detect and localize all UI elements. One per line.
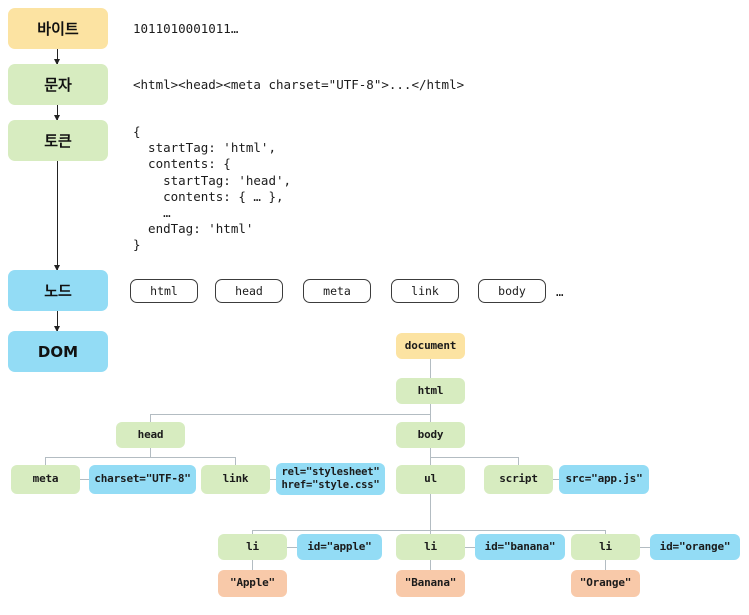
arrow-tokens-to-nodes	[54, 161, 60, 271]
stage-box-dom: DOM	[8, 331, 108, 372]
stage-box-bytes: 바이트	[8, 8, 108, 49]
edge-html-bus	[150, 414, 431, 416]
tree-text-node-2: "Banana"	[396, 570, 465, 597]
tree-attr-li-2-id: id="banana"	[475, 534, 565, 560]
tree-node-html: html	[396, 378, 465, 404]
edge-head-to-link	[235, 457, 237, 465]
tree-attr-label: charset="UTF-8"	[94, 472, 191, 486]
stage-box-characters: 문자	[8, 64, 108, 105]
tree-text-node-3: "Orange"	[571, 570, 640, 597]
node-pill-label: head	[235, 284, 263, 298]
tree-node-meta: meta	[11, 465, 80, 494]
tree-node-label: li	[424, 539, 437, 553]
edge-li-1-to-attr	[287, 547, 298, 549]
node-pill-label: body	[498, 284, 526, 298]
arrow-nodes-to-dom	[54, 311, 60, 332]
tree-text-node-1: "Apple"	[218, 570, 287, 597]
tree-node-head: head	[116, 422, 185, 448]
edge-html-to-head	[150, 414, 152, 423]
tree-node-li-3: li	[571, 534, 640, 560]
edge-li-2-to-attr	[465, 547, 476, 549]
tree-node-label: html	[417, 383, 444, 397]
edge-body-to-script	[518, 457, 520, 465]
tree-node-li-1: li	[218, 534, 287, 560]
tree-node-label: li	[246, 539, 259, 553]
node-pill-link: link	[391, 279, 459, 303]
tree-attr-li-3-id: id="orange"	[650, 534, 740, 560]
node-pill-meta: meta	[303, 279, 371, 303]
stage-label-tokens: 토큰	[44, 132, 72, 150]
stage-label-nodes: 노드	[44, 282, 72, 300]
node-pill-label: html	[150, 284, 178, 298]
edge-head-down	[150, 447, 152, 458]
arrow-characters-to-tokens	[54, 105, 60, 121]
edge-meta-to-attr	[80, 479, 90, 481]
tree-node-label: li	[599, 539, 612, 553]
node-pill-body: body	[478, 279, 546, 303]
arrow-bytes-to-characters	[54, 49, 60, 65]
edge-li-3-to-attr	[640, 547, 651, 549]
edge-script-to-attr	[550, 479, 560, 481]
tree-attr-label: src="app.js"	[565, 472, 643, 486]
tree-node-label: head	[137, 427, 164, 441]
tree-node-script: script	[484, 465, 553, 494]
edge-html-down	[430, 403, 432, 415]
node-pill-html: html	[130, 279, 198, 303]
edge-body-to-ul	[430, 457, 432, 465]
node-row-ellipsis: …	[556, 284, 564, 299]
tree-node-label: script	[499, 472, 538, 486]
tree-node-label: link	[222, 472, 249, 486]
edge-li-3-to-text	[605, 559, 607, 571]
tree-attr-link-rel-href: rel="stylesheet" href="style.css"	[276, 463, 385, 495]
stage-box-nodes: 노드	[8, 270, 108, 311]
node-pill-label: link	[411, 284, 439, 298]
stage-label-bytes: 바이트	[37, 20, 79, 38]
tree-text-label: "Orange"	[579, 576, 632, 590]
tree-text-label: "Banana"	[404, 576, 457, 590]
tree-node-body: body	[396, 422, 465, 448]
tree-attr-label: id="apple"	[307, 539, 372, 553]
tree-node-label: ul	[424, 472, 437, 486]
tree-attr-li-1-id: id="apple"	[297, 534, 382, 560]
tree-node-link: link	[201, 465, 270, 494]
tree-node-document: document	[396, 333, 465, 359]
tree-attr-meta-charset: charset="UTF-8"	[89, 465, 196, 494]
tree-node-label: meta	[32, 472, 59, 486]
tree-node-label: document	[404, 338, 457, 352]
tree-node-li-2: li	[396, 534, 465, 560]
edge-ul-bus	[252, 530, 606, 532]
sample-tokens-text: { startTag: 'html', contents: { startTag…	[133, 124, 292, 253]
edge-li-2-to-text	[430, 559, 432, 571]
stage-label-dom: DOM	[37, 342, 79, 361]
tree-attr-label: rel="stylesheet" href="style.css"	[281, 465, 380, 491]
tree-node-ul: ul	[396, 465, 465, 494]
edge-head-to-meta	[45, 457, 47, 465]
edge-body-down	[430, 447, 432, 458]
stage-label-characters: 문자	[44, 76, 72, 94]
edge-ul-down	[430, 494, 432, 555]
tree-attr-label: id="banana"	[484, 539, 556, 553]
edge-link-to-attr	[266, 479, 276, 481]
tree-text-label: "Apple"	[230, 576, 275, 590]
edge-head-bus	[45, 457, 236, 459]
edge-html-to-body	[430, 414, 432, 423]
node-pill-head: head	[215, 279, 283, 303]
edge-body-bus	[430, 457, 518, 459]
tree-node-label: body	[417, 427, 444, 441]
tree-attr-label: id="orange"	[659, 539, 731, 553]
tree-attr-script-src: src="app.js"	[559, 465, 649, 494]
sample-characters-text: <html><head><meta charset="UTF-8">...</h…	[133, 77, 465, 92]
stage-box-tokens: 토큰	[8, 120, 108, 161]
node-pill-label: meta	[323, 284, 351, 298]
sample-bytes-text: 1011010001011…	[133, 21, 239, 36]
edge-li-1-to-text	[252, 559, 254, 571]
edge-document-html	[430, 359, 432, 379]
